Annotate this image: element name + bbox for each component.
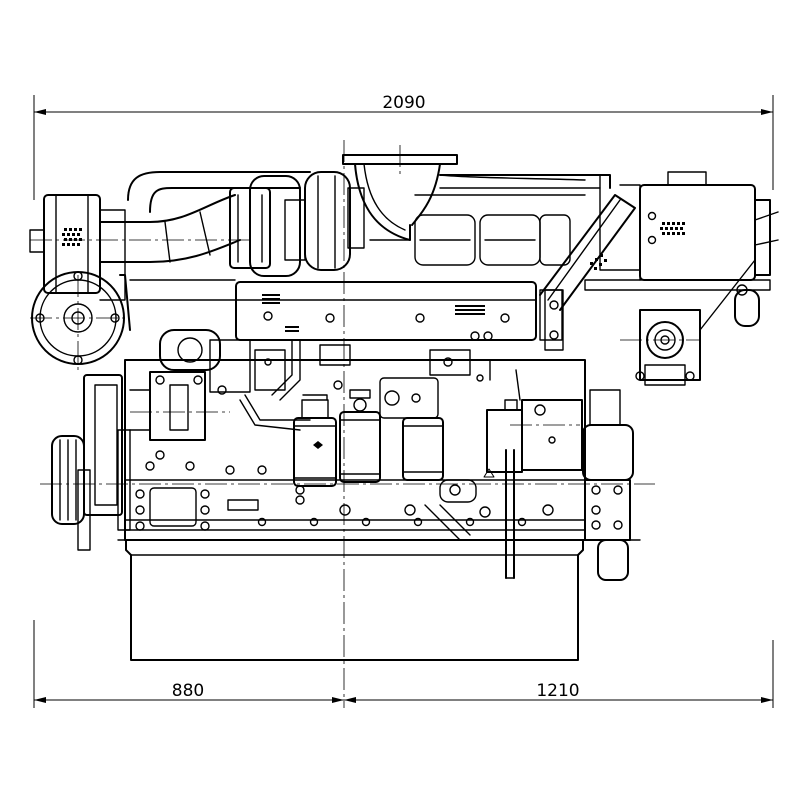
reference-to-rear-label: 1210 (536, 681, 579, 701)
dimension-top: 2090 (33, 93, 774, 200)
dimension-bottom: 880 1210 (33, 620, 774, 708)
grille-icon (62, 228, 82, 246)
overall-length-label: 2090 (382, 93, 425, 113)
front-cover-plumbing (209, 339, 491, 431)
front-to-reference-label: 880 (172, 681, 204, 701)
turbocharger-front (229, 175, 306, 277)
oil-filter-left (293, 394, 337, 487)
manifold-vents-icon (262, 294, 485, 332)
rear-mount (582, 389, 634, 581)
oil-filter-center (339, 389, 381, 483)
alternator (31, 271, 125, 365)
engine-block (124, 359, 586, 541)
intake-pipe (99, 171, 311, 263)
heat-exchanger (639, 171, 779, 281)
exhaust-elbow (342, 154, 458, 241)
lower-fittings (145, 461, 461, 496)
flywheel-housing (584, 259, 771, 386)
front-air-cleaner-box (29, 194, 126, 301)
turbocharger-rear (304, 171, 365, 271)
charge-air-pipe (119, 174, 586, 331)
block-rail-bolts (257, 495, 554, 527)
oil-pan (117, 539, 641, 661)
cooler-vents-icon (660, 222, 685, 235)
water-pump (129, 329, 221, 460)
oil-filter-right (379, 377, 444, 481)
coolant-pipe-diagonal (539, 174, 641, 341)
front-pulley-assembly (51, 374, 131, 551)
rocker-covers (414, 174, 611, 266)
intake-manifold (235, 281, 564, 351)
starter-motor (486, 369, 583, 579)
